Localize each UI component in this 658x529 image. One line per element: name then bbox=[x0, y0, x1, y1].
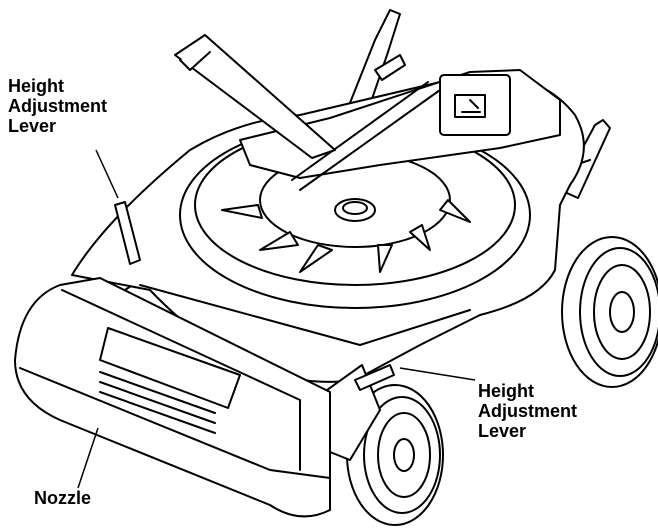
callout-line: Lever bbox=[478, 421, 527, 441]
callout-nozzle: Nozzle bbox=[34, 488, 91, 508]
drive-module bbox=[439, 74, 511, 136]
callout-line: Lever bbox=[8, 116, 57, 136]
leader-nozzle bbox=[77, 427, 99, 489]
leader-lines bbox=[77, 149, 476, 489]
callout-height-lever-left: Height Adjustment Lever bbox=[8, 76, 107, 136]
nozzle-assembly bbox=[14, 277, 331, 518]
callout-line: Nozzle bbox=[34, 488, 92, 508]
callout-line: Height bbox=[478, 381, 534, 401]
callout-height-lever-right: Height Adjustment Lever bbox=[478, 381, 577, 441]
callout-line: Adjustment bbox=[478, 401, 577, 421]
callout-line: Height bbox=[8, 76, 64, 96]
height-lever-left bbox=[114, 201, 141, 265]
leader-right-lever bbox=[399, 367, 476, 381]
callout-line: Adjustment bbox=[8, 96, 107, 116]
rear-right-wheel bbox=[561, 236, 658, 388]
lid-handle bbox=[174, 34, 336, 159]
leader-left-lever bbox=[95, 149, 119, 199]
